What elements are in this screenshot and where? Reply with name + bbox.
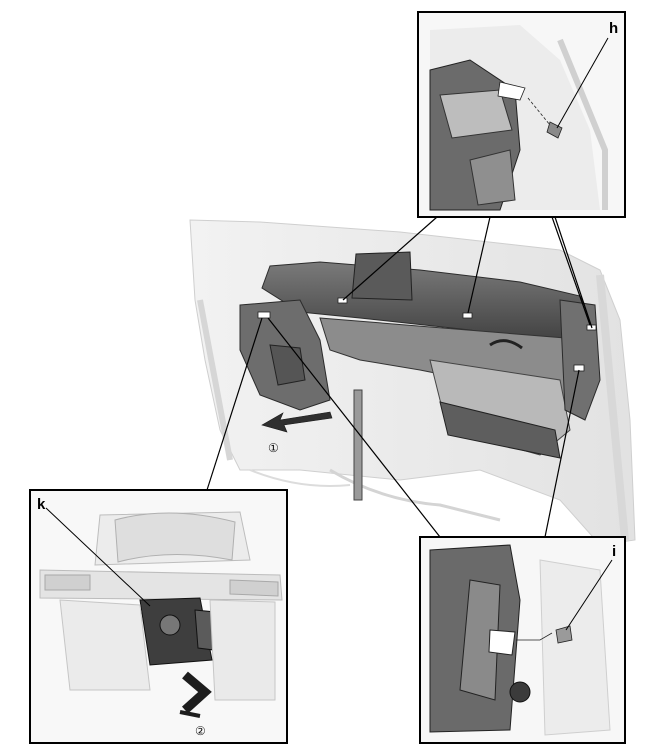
connector-h-right-2 xyxy=(554,216,593,329)
connector-i-left xyxy=(267,317,441,538)
bolt-i-highlight xyxy=(488,629,516,656)
leader-i xyxy=(565,559,613,631)
clip-marker-left-bolt xyxy=(257,311,271,319)
inset-connector-lines xyxy=(206,216,593,538)
connector-i-right xyxy=(544,369,580,538)
clip-marker-upper-left xyxy=(337,297,348,304)
leader-k xyxy=(45,507,151,607)
step-one-label: ① xyxy=(268,441,279,455)
leader-h xyxy=(556,37,609,129)
inset-i: i xyxy=(419,536,626,744)
bolt-i-part xyxy=(555,625,573,644)
connector-k-left xyxy=(206,317,263,491)
callout-k: k xyxy=(37,496,46,513)
callout-h: h xyxy=(609,20,618,37)
step-two-label: ② xyxy=(195,724,206,738)
connector-h-right xyxy=(551,216,591,326)
dashboard-assembly xyxy=(239,251,601,501)
connector-h-center xyxy=(467,216,491,314)
inset-h: h xyxy=(417,11,626,218)
clip-marker-upper-center xyxy=(462,312,473,319)
connector-h-left xyxy=(342,216,438,301)
callout-i: i xyxy=(612,543,616,560)
clip-h-highlight xyxy=(497,81,526,101)
arrow-left-icon xyxy=(261,411,333,433)
chevron-arrow-icon xyxy=(181,671,212,714)
inset-k: ② k xyxy=(29,489,288,744)
